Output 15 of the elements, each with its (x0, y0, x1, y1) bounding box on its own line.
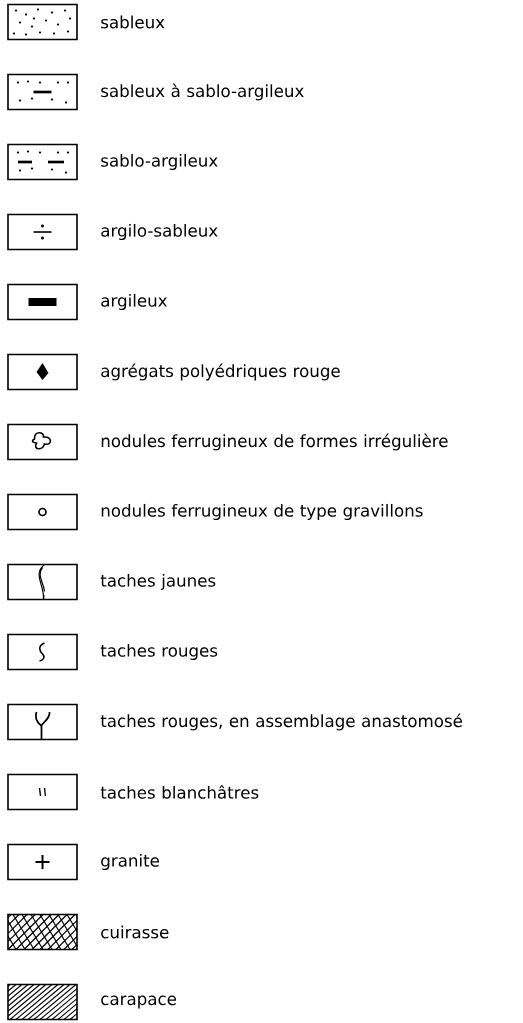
legend-label: taches rouges (100, 643, 218, 661)
legend-label: taches rouges, en assemblage anastomosé (100, 713, 462, 731)
legend-label: nodules ferrugineux de formes irrégulière (101, 433, 448, 451)
legend-label: agrégats polyédriques rouge (101, 363, 340, 381)
legend-label: taches blanchâtres (100, 785, 259, 799)
legend-label: nodules ferrugineux de type gravillons (101, 503, 423, 521)
legend-label: argileux (101, 293, 168, 311)
legend-label: sableux (101, 15, 165, 29)
legend-label: taches jaunes (100, 573, 216, 591)
legend-label: argilo-sableux (101, 223, 218, 241)
legend-label: cuirasse (101, 925, 169, 939)
legend-label: carapace (101, 995, 177, 1009)
legend-label: sableux à sablo-argileux (101, 83, 304, 101)
legend-label: granite (101, 853, 159, 871)
legend-label: sablo-argileux (101, 153, 218, 171)
